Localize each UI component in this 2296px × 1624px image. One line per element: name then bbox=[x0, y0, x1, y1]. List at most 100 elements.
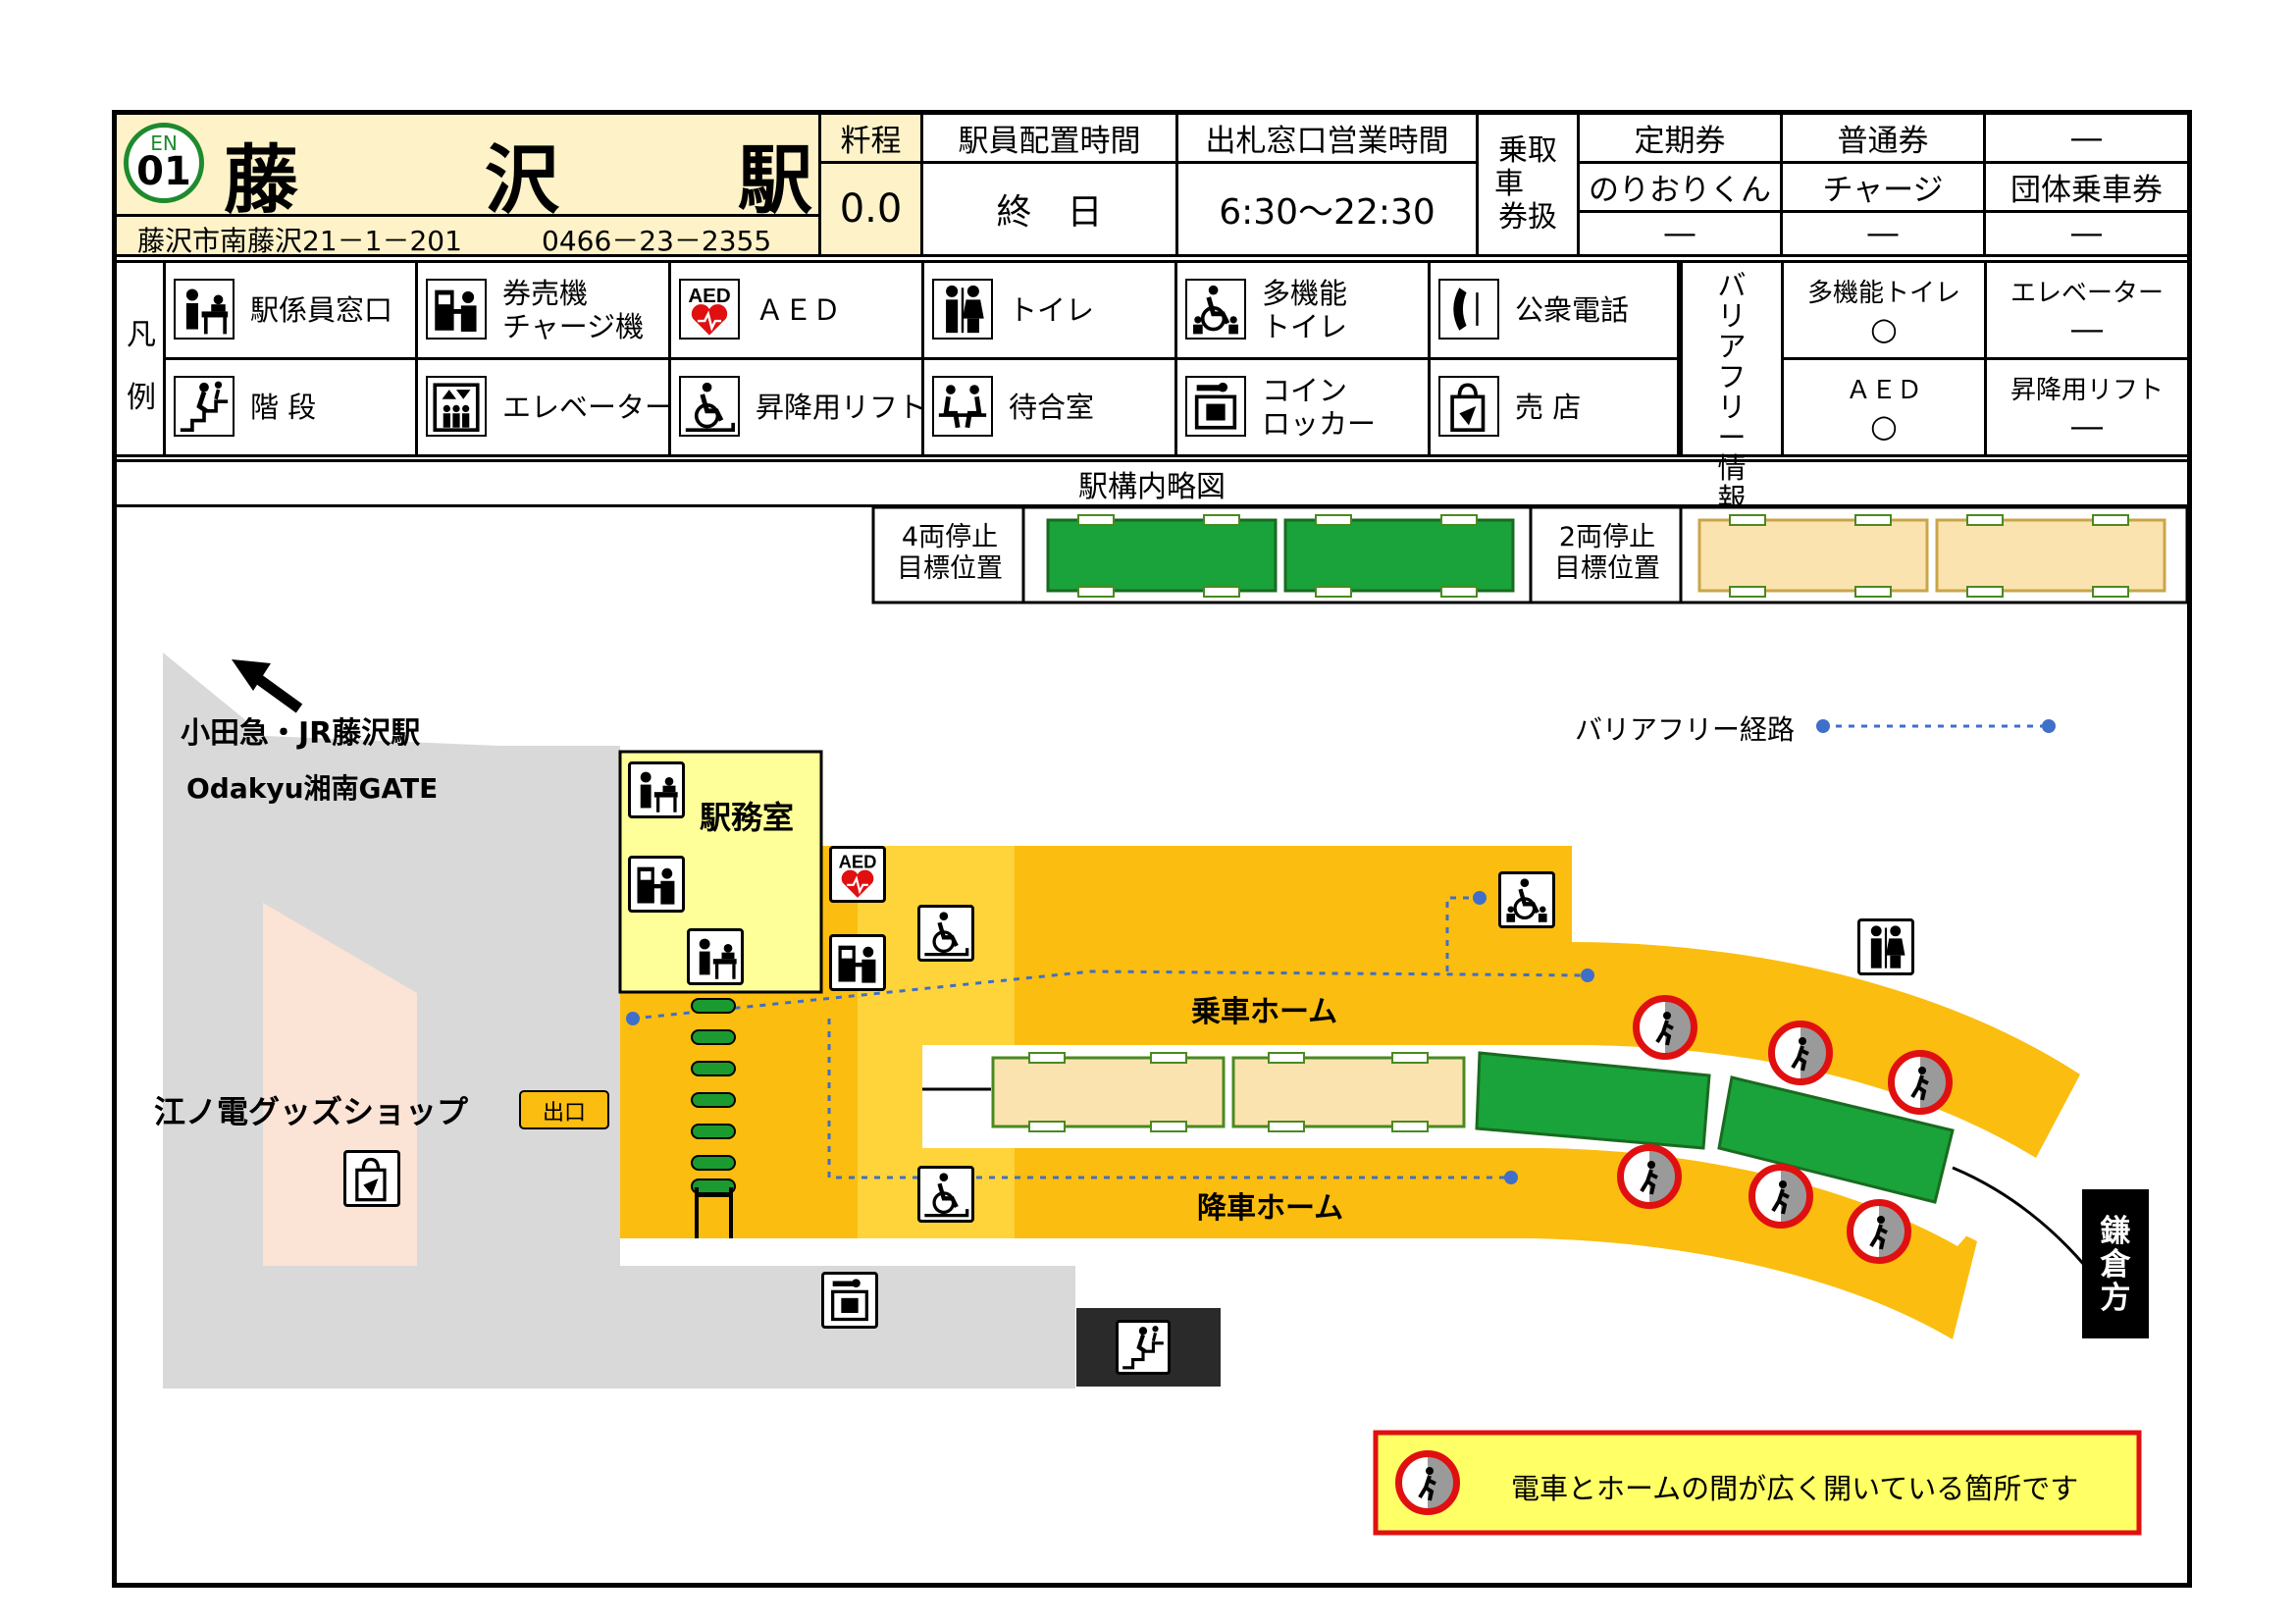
station-number-badge: EN 01 bbox=[124, 123, 204, 203]
shop-icon bbox=[343, 1150, 400, 1207]
barrier-free-item-name: 多機能トイレ bbox=[1806, 279, 1960, 308]
train-door bbox=[2092, 586, 2129, 598]
ticket-type-value-2: ― bbox=[1783, 213, 1986, 257]
legend-item-label: エレベーター bbox=[502, 391, 674, 424]
legend-car4-1 bbox=[1046, 518, 1278, 593]
legend-item-label: コイン ロッカー bbox=[1262, 374, 1377, 441]
legend-item-label: 昇降用リフト bbox=[756, 391, 927, 424]
stop4-label: 4両停止 目標位置 bbox=[897, 522, 1003, 584]
goods-shop-label: 江ノ電グッズショップ bbox=[154, 1093, 469, 1130]
barrier-free-item-value: ― bbox=[2071, 310, 2103, 347]
gap-warning-icon bbox=[1847, 1199, 1911, 1264]
legend-item-label: トイレ bbox=[1009, 293, 1095, 327]
station-title-char-3: 駅 bbox=[738, 136, 812, 224]
concourse-lower bbox=[163, 1266, 1075, 1388]
train-door bbox=[1440, 586, 1478, 598]
legend-item: AED ＡＥＤ bbox=[671, 263, 924, 360]
train-door bbox=[1077, 586, 1115, 598]
legend-item: 昇降用リフト bbox=[671, 360, 927, 457]
coin-locker-icon bbox=[1185, 376, 1246, 437]
station-title-char-1: 藤 bbox=[224, 136, 298, 224]
address-divider bbox=[117, 214, 821, 217]
ticket-type-row2-3: 団体乗車券 bbox=[1986, 164, 2187, 213]
ticket-window-icon bbox=[687, 928, 744, 985]
train-door bbox=[1729, 586, 1766, 598]
legend-item: エレベーター bbox=[418, 360, 674, 457]
gap-warning-icon bbox=[1768, 1021, 1833, 1085]
stop2-label: 2両停止 目標位置 bbox=[1554, 522, 1660, 584]
legend-title-1: 凡 bbox=[127, 318, 156, 352]
ticket-window-icon bbox=[174, 279, 235, 340]
legend-item-label: 駅係員窓口 bbox=[250, 293, 393, 327]
svg-text:AED: AED bbox=[839, 852, 877, 872]
concourse-top bbox=[163, 653, 275, 746]
train-door bbox=[1203, 586, 1240, 598]
ticket-handling-label: 乗取 車 券扱 bbox=[1479, 115, 1580, 257]
gap-warning-icon bbox=[1888, 1050, 1953, 1115]
multipurpose-toilet-icon bbox=[1185, 279, 1246, 340]
ticket-type-value-1: ― bbox=[1580, 213, 1783, 257]
barrier-free-route-label: バリアフリー経路 bbox=[1575, 713, 1796, 746]
ticket-type-name-3: ― bbox=[1986, 115, 2187, 164]
ticket-type-row2-2: チャージ bbox=[1783, 164, 1986, 213]
legend-item: トイレ bbox=[924, 263, 1177, 360]
platform-left bbox=[620, 993, 856, 1238]
legend-item: 駅係員窓口 bbox=[166, 263, 418, 360]
barrier-free-item-value: ○ bbox=[1870, 407, 1898, 445]
train-door bbox=[1440, 514, 1478, 526]
staff-hours-value: 終 日 bbox=[923, 164, 1178, 257]
barrier-free-item: 多機能トイレ○ bbox=[1784, 263, 1987, 360]
wheelchair-lift-icon bbox=[917, 1166, 974, 1223]
legend-item-label: 階 段 bbox=[250, 391, 317, 424]
train-door bbox=[1268, 1121, 1305, 1132]
ticket-window-icon bbox=[628, 761, 685, 818]
header-legend-gap bbox=[117, 257, 2187, 263]
train-door bbox=[1203, 514, 1240, 526]
aed-icon: AED bbox=[679, 279, 740, 340]
legend-item: 券売機 チャージ機 bbox=[418, 263, 671, 360]
station-title-char-2: 沢 bbox=[485, 136, 559, 224]
station-number: 01 bbox=[136, 149, 191, 194]
arrow-odakyu-icon bbox=[232, 659, 303, 713]
map-title: 駅構内略図 bbox=[1078, 469, 1226, 504]
boarding-platform-label: 乗車ホーム bbox=[1191, 995, 1338, 1029]
ticket-type-name-2: 普通券 bbox=[1783, 115, 1986, 164]
wheelchair-lift-icon bbox=[917, 905, 974, 962]
legend-item-label: 券売機 チャージ機 bbox=[502, 277, 645, 343]
direction-gate: Odakyu湘南GATE bbox=[186, 772, 439, 805]
gap-warning-text: 電車とホームの間が広く開いている箇所です bbox=[1511, 1472, 2079, 1505]
kamakura-label: 鎌倉方 bbox=[2100, 1214, 2131, 1316]
aed-icon: AED bbox=[829, 846, 886, 903]
legend-item-label: 売 店 bbox=[1515, 391, 1582, 424]
legend-map-gap bbox=[117, 457, 2187, 462]
ticket-handling-line-1: 乗取 bbox=[1498, 133, 1557, 168]
train-door bbox=[1729, 514, 1766, 526]
train-door bbox=[1391, 1121, 1429, 1132]
legend-item-label: ＡＥＤ bbox=[756, 293, 842, 327]
staff-hours-label: 駅員配置時間 bbox=[923, 115, 1178, 164]
ticket-machine-icon bbox=[829, 934, 886, 991]
train-door bbox=[1391, 1052, 1429, 1064]
barrier-free-item-name: エレベーター bbox=[2009, 279, 2164, 308]
train-door bbox=[1966, 586, 2004, 598]
barrier-free-route bbox=[632, 969, 1589, 1021]
map-frame bbox=[112, 110, 2192, 1588]
elevator-icon bbox=[426, 376, 487, 437]
ticket-machine-icon bbox=[426, 279, 487, 340]
gap-warning-icon bbox=[1395, 1450, 1460, 1515]
train-door bbox=[1077, 514, 1115, 526]
route-dot-3 bbox=[1504, 1171, 1518, 1184]
train-door bbox=[1028, 1121, 1066, 1132]
stairs-icon bbox=[1116, 1320, 1171, 1375]
legend-item: 多機能 トイレ bbox=[1177, 263, 1431, 360]
station-phone: 0466－23－2355 bbox=[542, 225, 772, 257]
ticket-machine-icon bbox=[628, 856, 685, 913]
window-hours-label: 出札窓口営業時間 bbox=[1178, 115, 1479, 164]
map-car2-1 bbox=[991, 1056, 1226, 1128]
train-door bbox=[1028, 1052, 1066, 1064]
barrier-free-item-value: ○ bbox=[1870, 310, 1898, 347]
barrier-free-item: ＡＥＤ○ bbox=[1784, 360, 1987, 457]
train-door bbox=[1150, 1121, 1187, 1132]
train-door bbox=[1854, 586, 1892, 598]
shop-icon bbox=[1438, 376, 1499, 437]
